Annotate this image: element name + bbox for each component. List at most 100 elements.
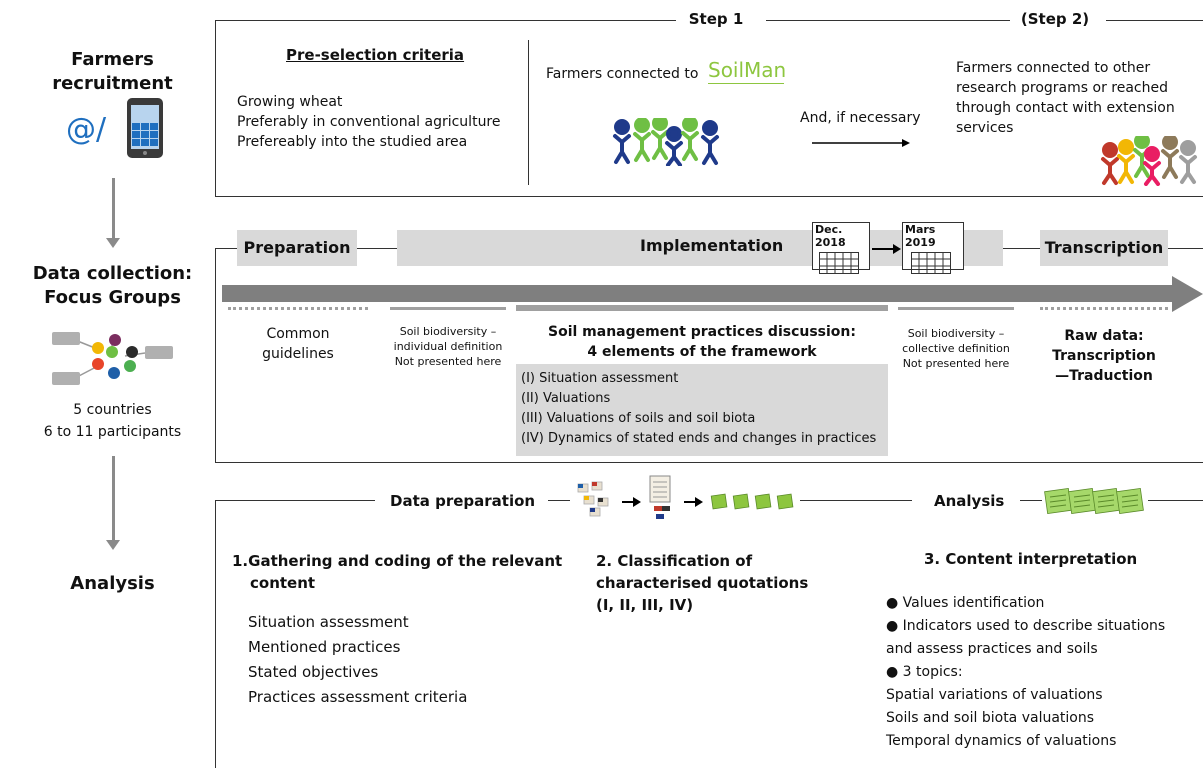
framework-item: (I) Situation assessment: [521, 371, 679, 386]
transcription-label: Transcription: [1044, 238, 1164, 257]
down-arrow-2-head: [106, 540, 120, 550]
analysis-step2-title-line: 2. Classification of: [596, 552, 753, 570]
and-if-necessary-label: And, if necessary: [800, 110, 921, 126]
framework-list: (I) Situation assessment (II) Valuations…: [521, 369, 876, 449]
soilman-logo-text: SoilMan: [708, 58, 787, 82]
analysis-title: Analysis: [70, 573, 155, 594]
analysis-step2-title-line: characterised quotations: [596, 574, 809, 592]
analysis-step1-title-line: 1.Gathering and coding of the relevant: [232, 552, 563, 570]
criteria-item: Growing wheat: [237, 94, 343, 110]
focus-top-line-a: [215, 248, 237, 249]
date-start: Dec. 2018: [815, 223, 846, 249]
analysis-step1-list: Situation assessment Mentioned practices…: [248, 610, 467, 710]
recruitment-box-bottom: [215, 196, 1203, 197]
green-notes-small-icon: [710, 491, 800, 511]
criteria-item: Prefereably into the studied area: [237, 134, 468, 150]
framework-item: (IV) Dynamics of stated ends and changes…: [521, 431, 877, 446]
analysis-step1-title: 1.Gathering and coding of the relevant c…: [232, 550, 562, 594]
implementation-label: Implementation: [640, 236, 784, 255]
other-farmers-line: through contact with extension: [956, 100, 1175, 116]
common-guidelines-line: Common: [266, 326, 330, 342]
step-arrow: [812, 134, 912, 153]
recruitment-divider: [528, 40, 529, 185]
raw-data: Raw data: Transcription —Traduction: [1036, 326, 1172, 386]
soilman-logo: SoilMan: [708, 58, 786, 84]
analysis-step2-title-line: (I, II, III, IV): [596, 596, 694, 614]
criteria-list: Growing wheat Preferably in conventional…: [237, 92, 501, 152]
focus-top-line-d: [1168, 248, 1203, 249]
focus-top-line-b: [357, 248, 397, 249]
common-guidelines-line: guidelines: [262, 346, 334, 362]
soil-bio-individual-line: Soil biodiversity –: [399, 325, 497, 338]
flag-cards-icon: [576, 480, 616, 520]
other-farmers-line: services: [956, 120, 1014, 136]
framework-box: [516, 364, 888, 456]
network-icon: [50, 328, 175, 388]
recruitment-top-line-b: [766, 20, 1010, 21]
soil-bio-collective-line: Not presented here: [902, 357, 1010, 370]
analysis-top-line-e: [1148, 500, 1203, 501]
down-arrow-1-head: [106, 238, 120, 248]
calendar-arrow: [872, 240, 902, 259]
soil-bio-collective-line: Soil biodiversity –: [907, 327, 1005, 340]
analysis-step3-item: ● 3 topics:: [886, 664, 963, 680]
soil-mgmt-title-line: Soil management practices discussion:: [548, 324, 856, 340]
data-collection-line2: Focus Groups: [44, 287, 181, 308]
analysis-step2-title: 2. Classification of characterised quota…: [596, 550, 808, 616]
focus-box-left: [215, 248, 216, 462]
analysis-step1-item: Mentioned practices: [248, 638, 401, 656]
data-collection-line1: Data collection:: [32, 263, 193, 284]
analysis-step1-title-line: content: [250, 574, 316, 592]
soil-bio-individual-line: individual definition: [393, 340, 503, 353]
transcription-underline: [1040, 307, 1168, 310]
other-farmers-group-icon: [1100, 133, 1198, 186]
smartphone-icon: [126, 97, 164, 159]
date-end: Mars 2019: [905, 223, 936, 249]
preselection-title: Pre-selection criteria: [286, 46, 465, 64]
soil-bio-individual-line: Not presented here: [394, 355, 502, 368]
down-arrow-2: [112, 456, 115, 540]
analysis-step1-item: Stated objectives: [248, 663, 379, 681]
analysis-step1-item: Practices assessment criteria: [248, 688, 468, 706]
soil-bio-ind-underline: [390, 307, 506, 310]
soil-mgmt-title-line: 4 elements of the framework: [587, 344, 817, 360]
arrow-right-icon-2: [684, 494, 704, 513]
recruitment-top-line-a: [215, 20, 676, 21]
raw-data-line: —Traduction: [1055, 368, 1153, 384]
analysis-step3-item: Temporal dynamics of valuations: [886, 733, 1117, 749]
analysis-top-line-b: [548, 500, 570, 501]
analysis-step3-title: 3. Content interpretation: [924, 550, 1138, 568]
timeline-arrow: [222, 276, 1203, 316]
analysis-step1-item: Situation assessment: [248, 613, 409, 631]
data-preparation-label: Data preparation: [390, 492, 536, 510]
analysis-step3-item: ● Values identification: [886, 595, 1045, 611]
analysis-label: Analysis: [934, 492, 1005, 510]
other-farmers-line: Farmers connected to other: [956, 60, 1151, 76]
farmers-group-icon: [612, 115, 724, 167]
preparation-label: Preparation: [243, 238, 351, 257]
green-notes-large-icon: [1042, 484, 1148, 518]
framework-item: (II) Valuations: [521, 391, 611, 406]
countries-count: 5 countries: [73, 402, 152, 418]
other-farmers-line: research programs or reached: [956, 80, 1169, 96]
raw-data-line: Transcription: [1052, 348, 1156, 364]
step1-label: Step 1: [688, 10, 744, 28]
participants-count: 6 to 11 participants: [43, 424, 182, 440]
analysis-step3-item: and assess practices and soils: [886, 641, 1098, 657]
analysis-step3-item: Soils and soil biota valuations: [886, 710, 1095, 726]
soil-bio-collective: Soil biodiversity – collective definitio…: [894, 326, 1018, 371]
soil-mgmt-underline: [516, 305, 888, 311]
analysis-step3-list: ● Values identification ● Indicators use…: [886, 592, 1165, 753]
raw-data-line: Raw data:: [1064, 328, 1144, 344]
preparation-underline: [228, 307, 368, 310]
common-guidelines: Common guidelines: [228, 324, 368, 364]
down-arrow-1: [112, 178, 115, 238]
farmers-recruitment-title: Farmers recruitment: [52, 49, 173, 94]
analysis-top-line-a: [215, 500, 375, 501]
preparation-box: [237, 230, 357, 266]
criteria-item: Preferably in conventional agriculture: [237, 114, 501, 130]
analysis-top-line-c: [800, 500, 912, 501]
calendar-end: Mars 2019: [902, 222, 964, 274]
analysis-top-line-d: [1020, 500, 1042, 501]
other-farmers-text: Farmers connected to other research prog…: [956, 58, 1175, 138]
